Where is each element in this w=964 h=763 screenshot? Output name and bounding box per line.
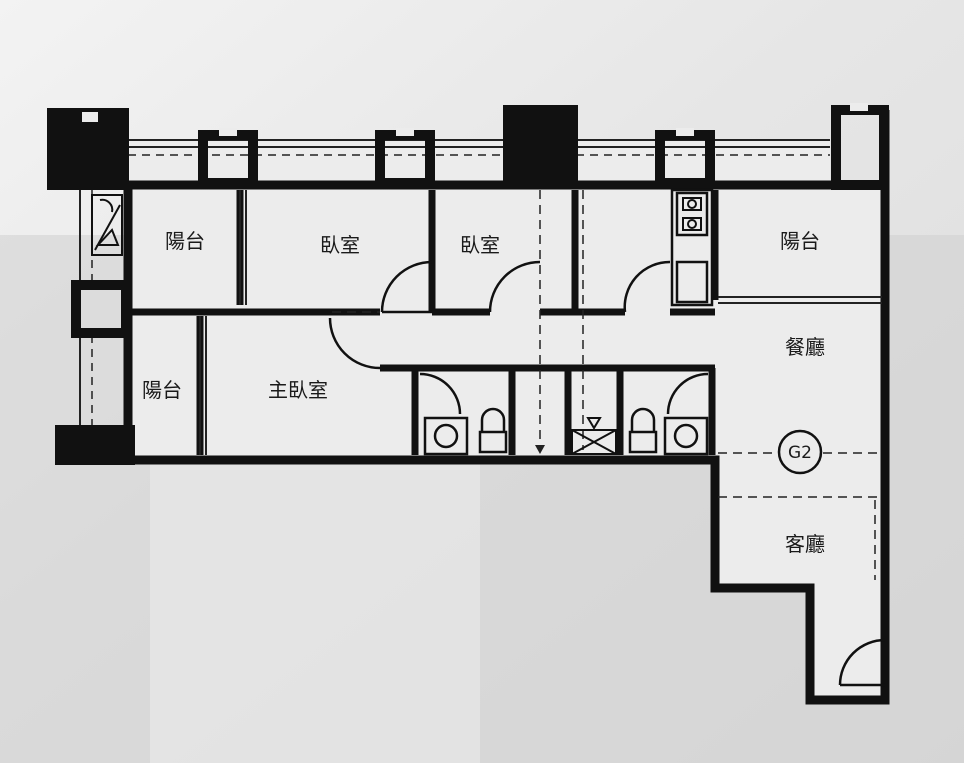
washer-icon [91, 194, 123, 256]
room-label-master-bedroom: 主臥室 [268, 378, 328, 402]
room-label-living: 客廳 [785, 532, 825, 556]
arrow-down-icon [535, 445, 545, 454]
stove-icon [682, 197, 702, 231]
room-label-balcony-right: 陽台 [780, 229, 820, 253]
paper-light-patch [150, 460, 480, 763]
room-label-balcony-left-bottom: 陽台 [142, 378, 182, 402]
kitchen-counter [670, 188, 714, 307]
column-notches [82, 103, 868, 136]
structural-columns [47, 105, 578, 465]
bathroom-fixtures [423, 407, 709, 456]
room-labels: 陽台 臥室 臥室 陽台 陽台 主臥室 餐廳 客廳 [142, 229, 825, 556]
room-label-bedroom-1: 臥室 [320, 233, 360, 257]
door-swings [328, 260, 886, 687]
sliding-doors [199, 190, 882, 455]
shaft-icon [571, 417, 617, 455]
unit-tag-text: G2 [788, 443, 812, 463]
unit-tag: G2 [777, 429, 823, 475]
room-label-dining: 餐廳 [785, 335, 825, 359]
room-label-balcony-left-top: 陽台 [165, 229, 205, 253]
room-label-bedroom-2: 臥室 [460, 233, 500, 257]
exterior-walls [60, 110, 890, 705]
